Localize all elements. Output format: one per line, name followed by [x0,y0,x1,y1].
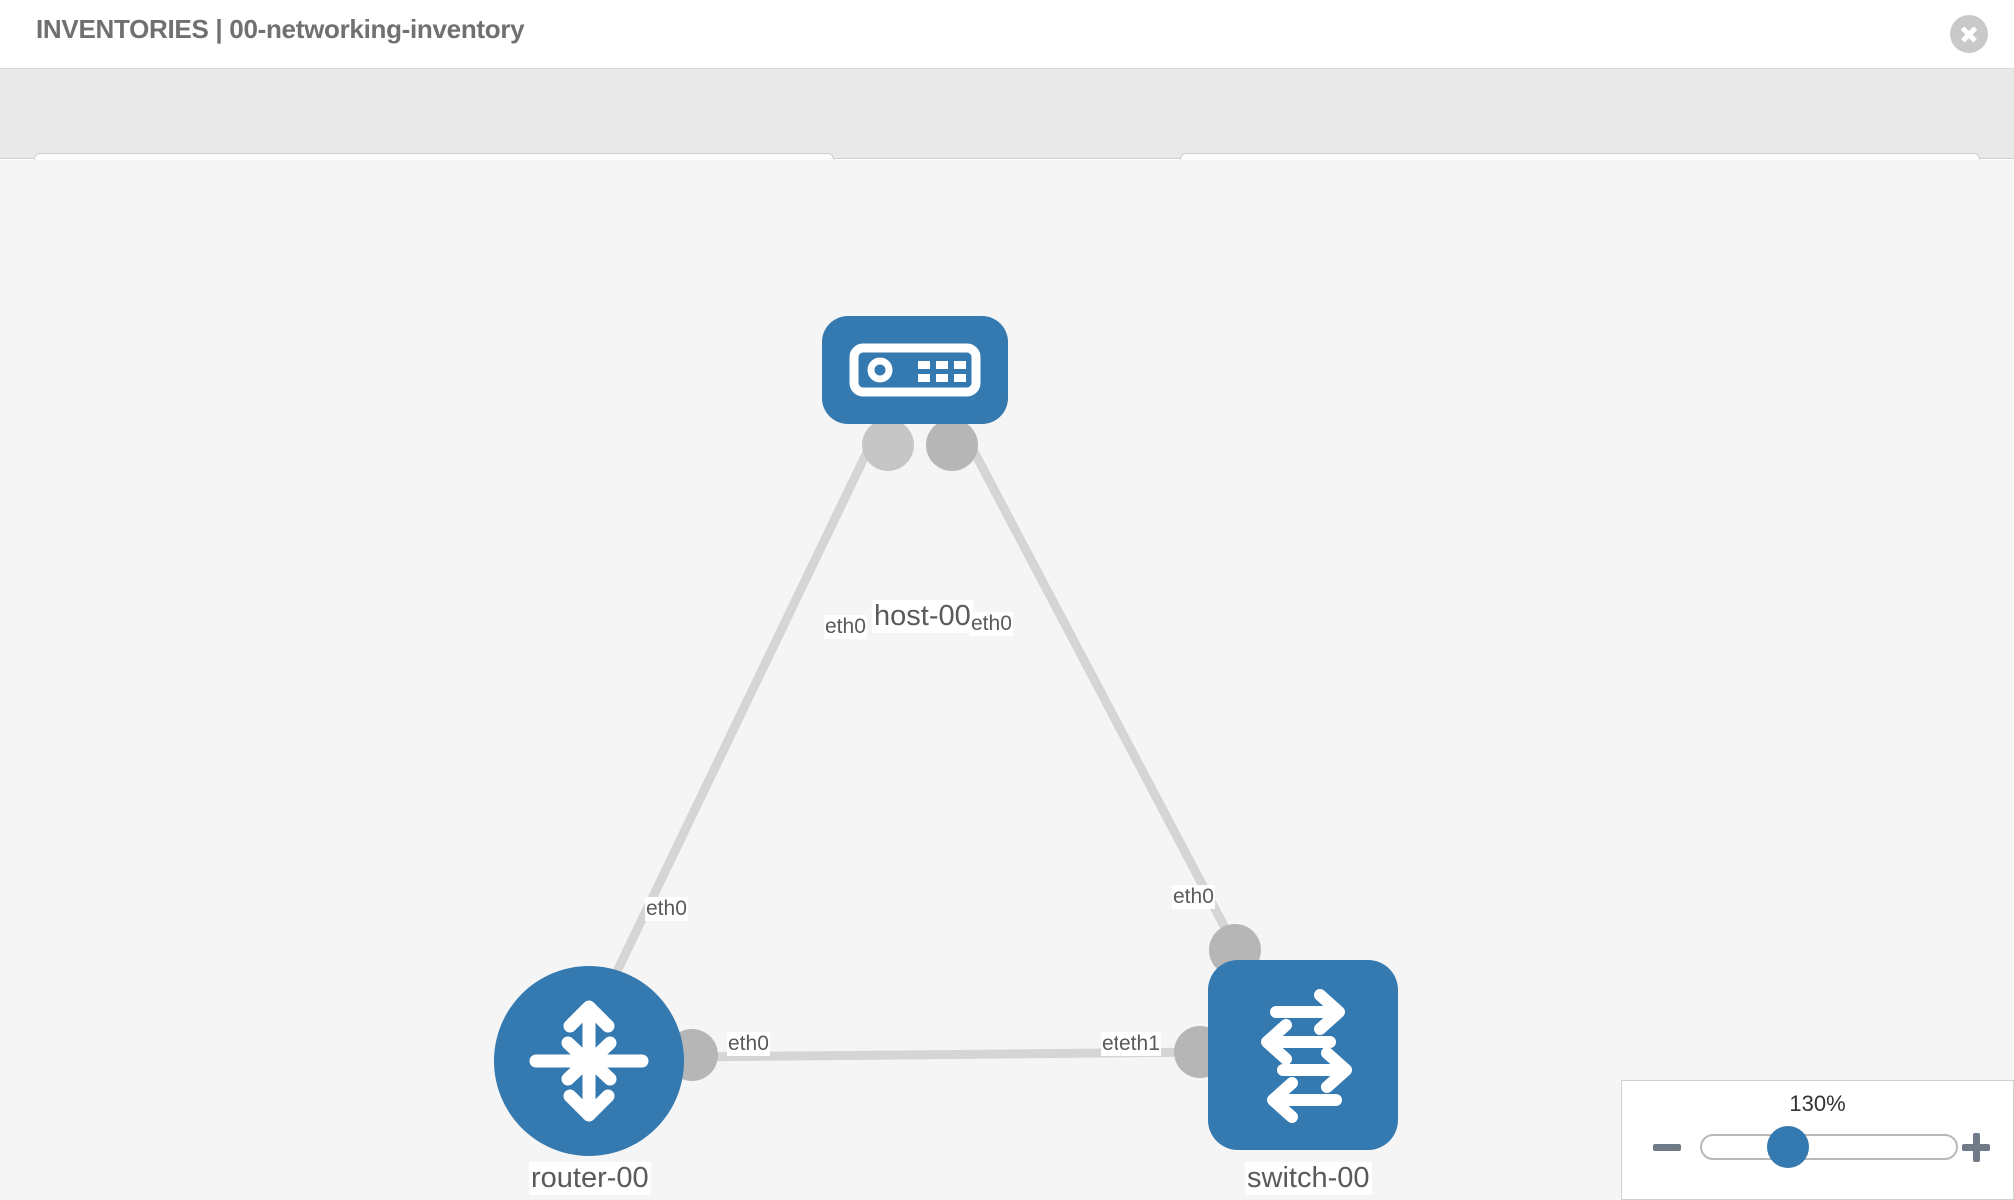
iface-label-host-left: eth0 [824,615,867,639]
toolbar: ACTIONS SEARCH [0,69,2014,206]
iface-label-router-diagonal: eth0 [645,897,688,921]
zoom-slider-track[interactable] [1700,1134,1958,1160]
node-label-switch-00: switch-00 [1245,1162,1372,1195]
iface-label-switch-diagonal: eth0 [1172,885,1215,909]
edge-host-router[interactable] [603,423,885,992]
endpoint-host-right[interactable] [926,419,978,471]
topology-canvas[interactable]: host-00 router-00 switch-00 eth0 eth0 et… [0,160,2014,1200]
iface-label-router-middle: eth0 [727,1032,770,1056]
zoom-out-button[interactable] [1650,1131,1684,1165]
node-host-00[interactable] [822,316,1008,424]
node-router-00[interactable] [494,966,684,1156]
zoom-level-value: 130% [1789,1091,1846,1116]
page-header: INVENTORIES | 00-networking-inventory [0,0,2014,69]
node-label-router-00: router-00 [529,1162,651,1195]
zoom-in-button[interactable] [1959,1131,1993,1165]
router-arrows-icon [529,1000,649,1122]
page-title: INVENTORIES | 00-networking-inventory [36,14,525,44]
node-label-host-00: host-00 [872,600,973,633]
close-icon[interactable] [1950,15,1988,53]
edge-host-switch[interactable] [956,422,1246,963]
server-icon [849,343,981,397]
switch-arrows-icon [1261,989,1352,1123]
zoom-slider-thumb[interactable] [1767,1126,1809,1168]
iface-label-host-right: eth0 [970,612,1013,636]
graph-edges [603,422,1246,1062]
endpoint-host-left[interactable] [862,419,914,471]
graph-endpoints [666,419,1261,1081]
node-switch-00[interactable] [1208,960,1398,1150]
zoom-control-panel: 130% [1621,1080,2014,1200]
iface-label-switch-middle-over: eth1 [1118,1032,1161,1056]
